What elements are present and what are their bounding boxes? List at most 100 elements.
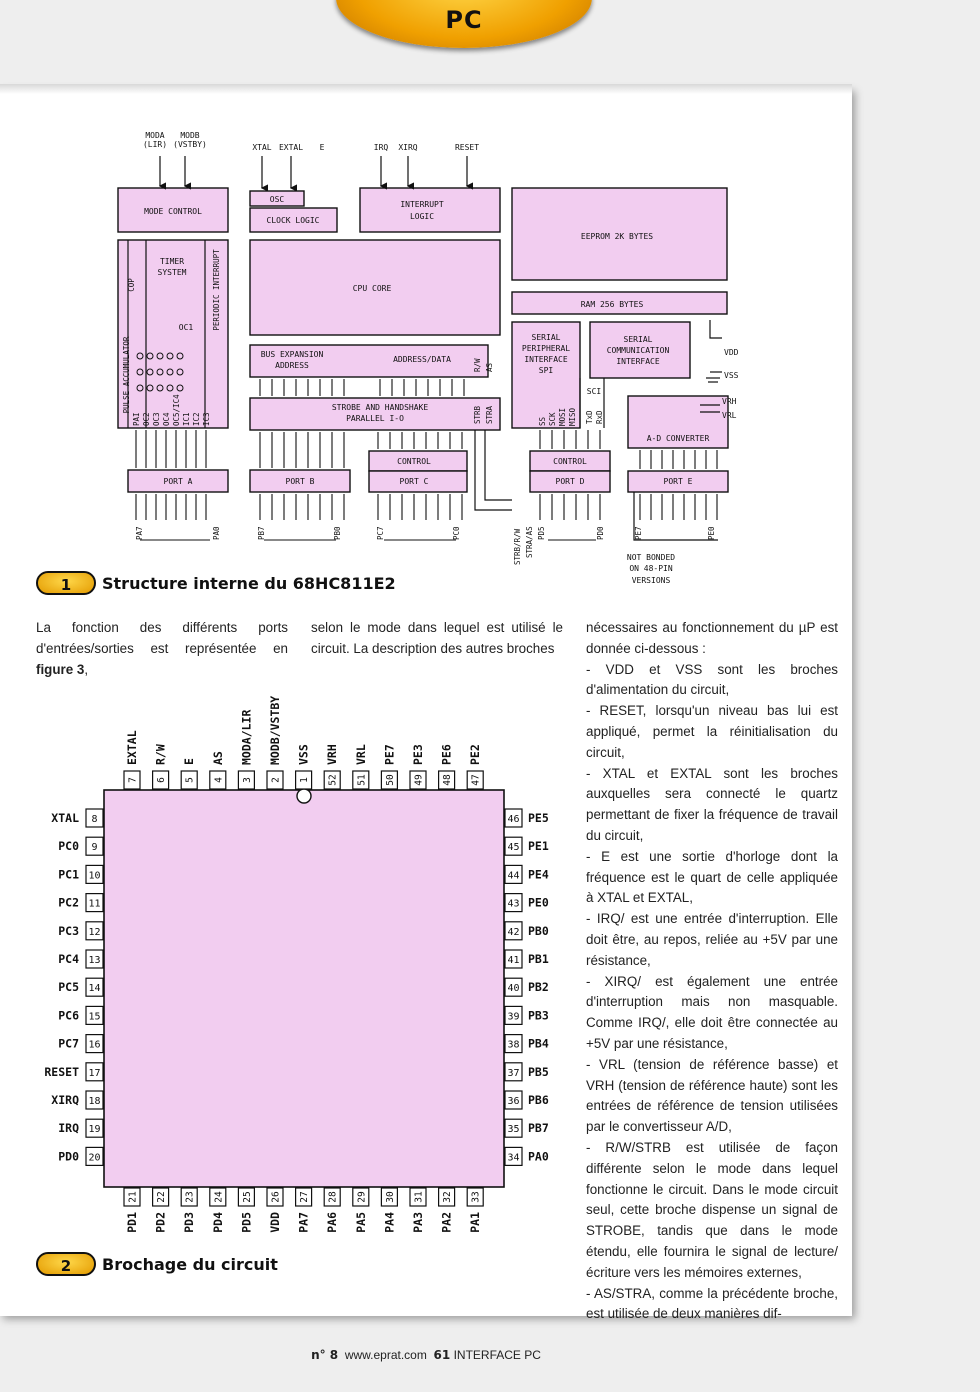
pin-label: PD5: [239, 1212, 253, 1233]
svg-text:IC2: IC2: [192, 412, 201, 426]
svg-text:IC3: IC3: [202, 412, 211, 426]
svg-text:PERIODIC INTERRUPT: PERIODIC INTERRUPT: [212, 249, 221, 331]
pin-box: [409, 1187, 427, 1207]
pin-label: XIRQ: [51, 1093, 79, 1107]
pin-box: [180, 1187, 198, 1207]
pin-box: [352, 770, 370, 790]
pin-label: PB6: [528, 1093, 549, 1107]
pin-label: PB3: [528, 1008, 549, 1022]
pin-box: [380, 1187, 398, 1207]
pin-number: 23: [185, 1191, 196, 1202]
pin-label: PD1: [125, 1212, 139, 1233]
svg-text:STRA/AS: STRA/AS: [525, 526, 534, 558]
pin-box: [504, 977, 523, 997]
svg-text:TxD: TxD: [585, 410, 594, 424]
port-b-block: [249, 469, 351, 493]
port-d-block: [529, 470, 611, 493]
svg-text:VRH: VRH: [722, 397, 737, 406]
pin-box: [266, 770, 284, 790]
pin-number: 6: [156, 777, 167, 783]
pin-box: [438, 1187, 456, 1207]
svg-text:PA7: PA7: [135, 526, 144, 540]
svg-text:NOT BONDED: NOT BONDED: [627, 553, 675, 562]
svg-text:ADDRESS: ADDRESS: [275, 361, 309, 370]
pin-number: 30: [385, 1191, 396, 1203]
svg-text:PD5: PD5: [537, 526, 546, 540]
svg-text:RAM 256 BYTES: RAM 256 BYTES: [581, 300, 644, 309]
figure-1-caption-text: Structure interne du 68HC811E2: [102, 573, 396, 593]
column-3-paragraph: - RESET, lorsqu'un niveau bas lui est ap…: [586, 703, 838, 760]
pin-box: [504, 892, 523, 913]
pin-label: PE1: [528, 839, 549, 853]
pin-number: 20: [88, 1152, 100, 1163]
ram-block: [511, 291, 728, 315]
pin-box: [85, 921, 104, 941]
pin-number: 52: [328, 774, 339, 785]
pin-number: 33: [471, 1191, 482, 1202]
pin-box: [504, 921, 523, 941]
pin-number: 49: [414, 774, 425, 786]
pin-label: PE5: [528, 811, 549, 825]
sci-block: [589, 321, 691, 379]
pin-label: RESET: [44, 1065, 79, 1079]
svg-text:PORT C: PORT C: [400, 477, 429, 486]
port-c-block: [368, 470, 468, 493]
svg-text:(VSTBY): (VSTBY): [173, 140, 207, 149]
column-3-paragraph: - XIRQ/ est également une entrée d'inter…: [586, 973, 838, 1051]
pin-label: PA7: [297, 1212, 311, 1233]
pin-label: PA5: [354, 1212, 368, 1233]
svg-text:STRB/R/W: STRB/R/W: [513, 528, 522, 565]
pin-label: IRQ: [58, 1121, 79, 1135]
figure-2-number: 2: [36, 1252, 96, 1276]
pin-label: PC6: [58, 1008, 79, 1022]
svg-text:LOGIC: LOGIC: [410, 212, 434, 221]
svg-text:STRA: STRA: [485, 405, 494, 424]
pin-number: 18: [88, 1096, 100, 1107]
pin-box: [85, 892, 104, 913]
pin-number: 17: [88, 1068, 100, 1079]
column-3-paragraph: - R/W/STRB est utilisée de façon différe…: [586, 1139, 838, 1280]
svg-text:STROBE AND HANDSHAKE: STROBE AND HANDSHAKE: [332, 403, 429, 412]
figure-1-number: 1: [36, 571, 96, 595]
svg-text:PULSE ACCUMULATOR: PULSE ACCUMULATOR: [122, 336, 131, 413]
pin-label: PB1: [528, 952, 549, 966]
pin-number: 36: [507, 1096, 519, 1107]
pin-number: 16: [88, 1040, 100, 1051]
pin-number: 24: [213, 1191, 224, 1203]
column-2-text: selon le mode dans lequel est utilisé le…: [311, 620, 563, 656]
svg-text:PERIPHERAL: PERIPHERAL: [522, 344, 570, 353]
column-3-paragraph: - XTAL et EXTAL sont les broches auxquel…: [586, 765, 838, 843]
svg-text:AS: AS: [485, 362, 494, 372]
pin-label: PE4: [528, 867, 549, 881]
pin-label: MODA/LIR: [239, 710, 253, 765]
pin-box: [323, 770, 341, 790]
pin-number: 22: [156, 1191, 167, 1202]
column-1-text: La fonction des différents ports d'entré…: [36, 620, 288, 677]
svg-text:COMMUNICATION: COMMUNICATION: [607, 346, 670, 355]
pin-box: [504, 1033, 523, 1054]
pin-number: 1: [299, 777, 310, 783]
pin-label: VRL: [354, 744, 368, 765]
svg-text:IC1: IC1: [182, 412, 191, 426]
page-footer: n° 8 www.eprat.com 61 INTERFACE PC: [311, 1348, 541, 1362]
svg-text:PORT D: PORT D: [556, 477, 585, 486]
pin-label: PC0: [58, 839, 79, 853]
strobe-handshake-block: [249, 397, 501, 431]
svg-text:OC1: OC1: [179, 323, 194, 332]
pin-label: PB7: [528, 1121, 549, 1135]
pin-label: PB5: [528, 1065, 549, 1079]
pin-number: 14: [88, 983, 100, 994]
svg-text:XTAL: XTAL: [252, 143, 271, 152]
svg-text:PD0: PD0: [596, 526, 605, 540]
pin-number: 28: [328, 1191, 339, 1203]
pin-box: [85, 1062, 104, 1082]
pin-box: [352, 1187, 370, 1207]
pin-number: 15: [88, 1011, 100, 1022]
pin-box: [123, 770, 141, 790]
pin-number: 38: [507, 1040, 519, 1051]
svg-text:EXTAL: EXTAL: [279, 143, 303, 152]
pin-number: 44: [507, 870, 519, 881]
pin-box: [504, 949, 523, 969]
pin-box: [152, 770, 170, 790]
pin-box: [504, 808, 523, 828]
